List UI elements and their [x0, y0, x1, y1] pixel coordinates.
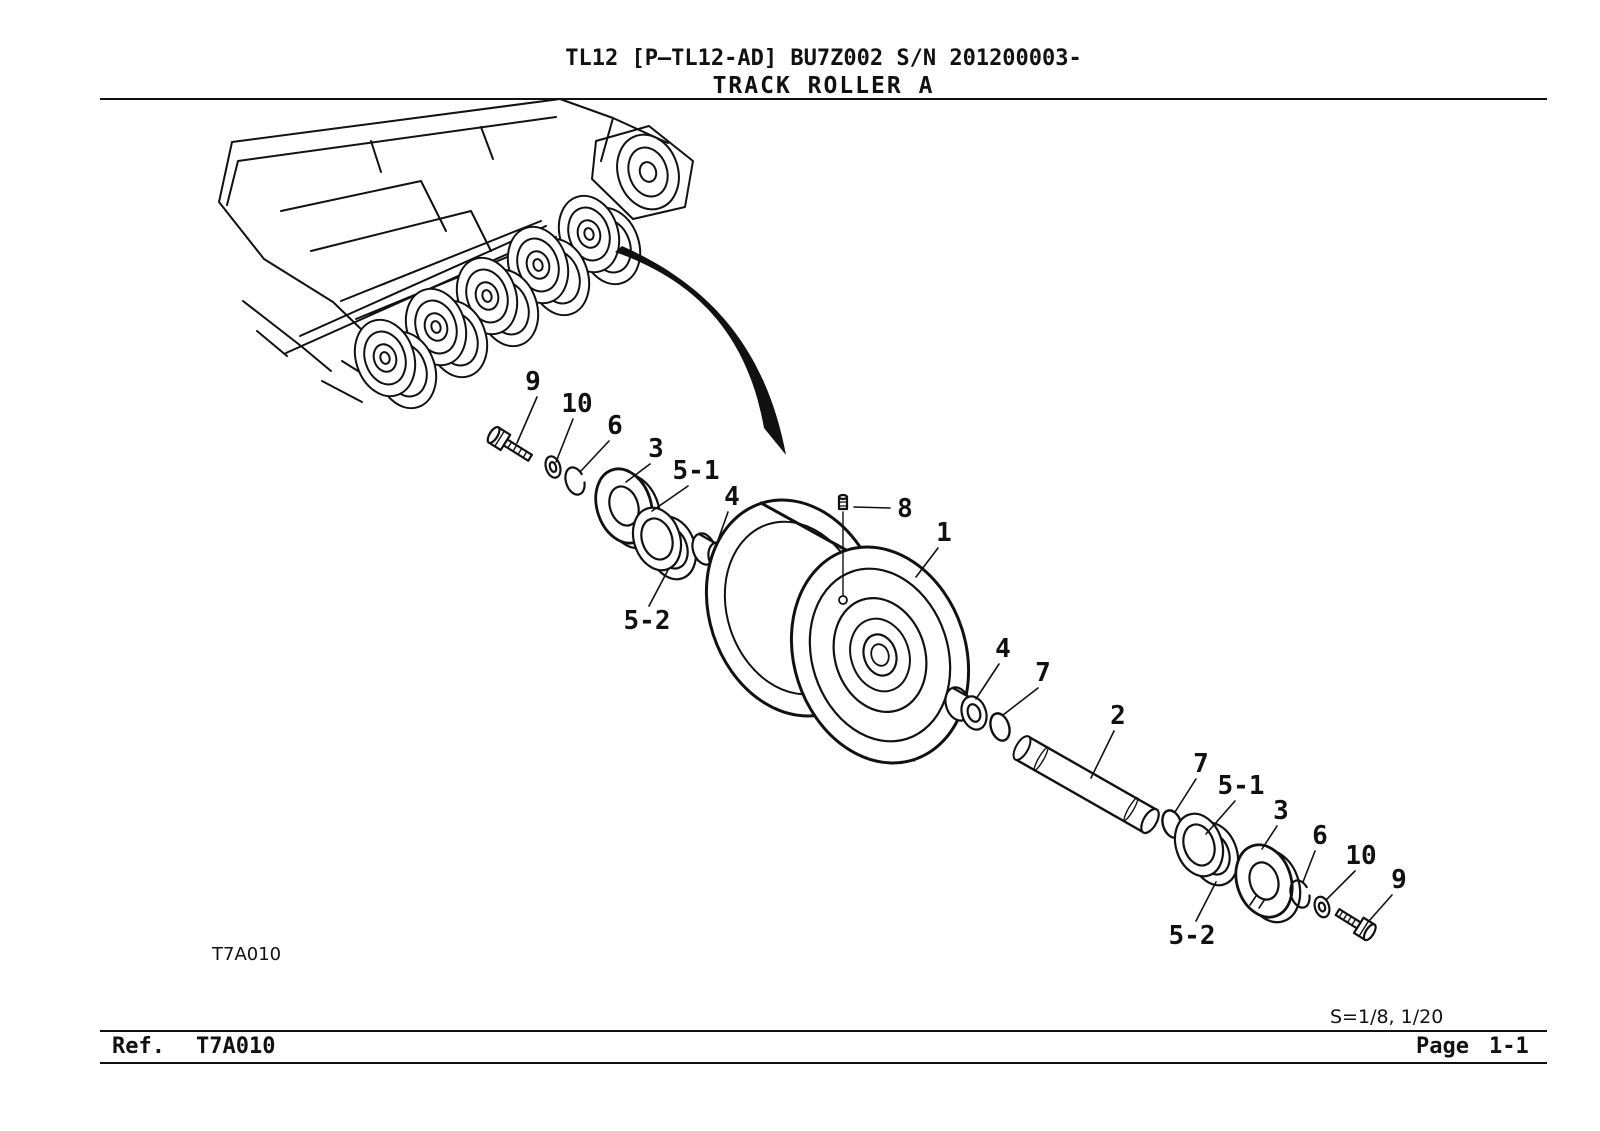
callout-leaders: [516, 396, 1393, 922]
part-grease-plug: [837, 493, 849, 605]
callout-3-right: 3: [1273, 796, 1289, 826]
part-bearing-right: [1234, 843, 1302, 924]
part-washer-right: [1313, 895, 1331, 919]
idler-wheel: [616, 133, 680, 211]
callout-7-right: 7: [1193, 749, 1209, 779]
callout-labels: 9 10 6 3 5-1 4 5-2 8 1 4 7 2 7 5-1 3 6 1…: [525, 367, 1407, 951]
callout-6-left: 6: [607, 411, 623, 441]
frame-lines: [218, 98, 669, 403]
callout-5-2-left: 5-2: [624, 606, 671, 636]
model-code: TL12 [P—TL12-AD] BU7Z002 S/N 201200003-: [565, 46, 1082, 71]
callout-4-left: 4: [724, 482, 740, 512]
ref-value: T7A010: [196, 1034, 276, 1059]
page-title: TRACK ROLLER A: [712, 73, 935, 99]
exploded-parts: [486, 425, 1377, 942]
part-shaft: [1012, 735, 1160, 835]
callout-5-1-right: 5-1: [1218, 771, 1265, 801]
header-rule: [100, 98, 1547, 100]
callout-5-1-left: 5-1: [673, 456, 720, 486]
mounted-roller-1: [353, 318, 438, 410]
figure-code: T7A010: [212, 944, 282, 965]
page-value: 1-1: [1489, 1034, 1529, 1059]
page-label: Page: [1416, 1034, 1469, 1059]
callout-8: 8: [897, 494, 913, 524]
part-bolt-left: [486, 425, 534, 462]
callout-4-right: 4: [995, 634, 1011, 664]
part-collar-right: [944, 686, 988, 731]
part-seal-left: [631, 506, 698, 581]
callout-1: 1: [936, 518, 952, 548]
page-header: TL12 [P—TL12-AD] BU7Z002 S/N 201200003- …: [100, 46, 1547, 99]
callout-9-left: 9: [525, 367, 541, 397]
pointer-arrow: [615, 246, 786, 455]
callout-10-right: 10: [1345, 841, 1376, 871]
track-frame-assembly: [218, 98, 694, 410]
callout-5-2-right: 5-2: [1169, 921, 1216, 951]
callout-2: 2: [1110, 701, 1126, 731]
callout-6-right: 6: [1312, 821, 1328, 851]
footer-rule-top: [100, 1030, 1547, 1032]
callout-3-left: 3: [648, 434, 664, 464]
part-snapring-right: [1289, 879, 1311, 909]
footer-rule-bottom: [100, 1062, 1547, 1064]
callout-9-right: 9: [1391, 865, 1407, 895]
part-seal-right: [1173, 812, 1240, 887]
callout-7-mid: 7: [1035, 658, 1051, 688]
callout-10-left: 10: [561, 389, 592, 419]
ref-label: Ref.: [112, 1034, 165, 1059]
part-washer-left: [544, 455, 562, 479]
idler-bracket: [591, 125, 694, 220]
part-snapring-left: [564, 466, 586, 496]
part-roller: [704, 498, 971, 765]
part-bolt-right: [1334, 908, 1377, 942]
part-oring-mid: [989, 712, 1011, 742]
scale-note: S=1/8, 1/20: [1330, 1006, 1444, 1028]
